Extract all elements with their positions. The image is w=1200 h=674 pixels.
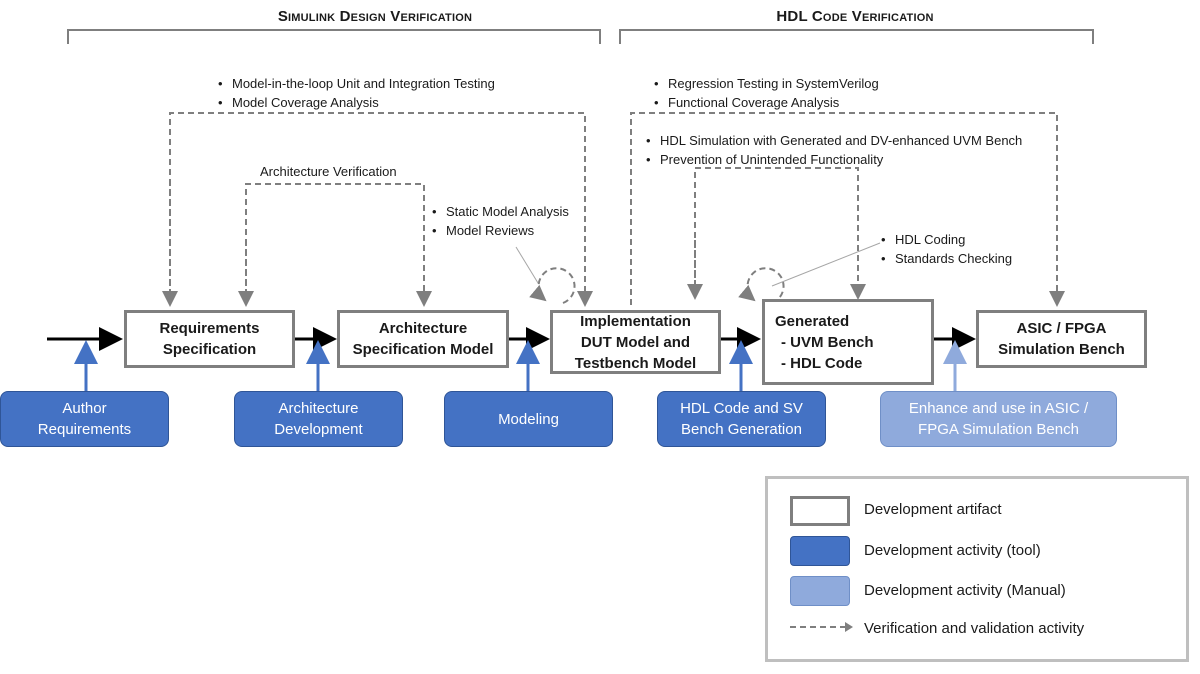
legend-label-manual: Development activity (Manual): [864, 582, 1066, 599]
legend-label-tool: Development activity (tool): [864, 542, 1041, 559]
legend-swatch-tool: [790, 536, 850, 566]
callout-static-analysis: [515, 246, 539, 284]
annotation-model-testing: Model-in-the-loop Unit and Integration T…: [218, 74, 495, 112]
section-title-hdl: HDL Code Verification: [776, 8, 934, 25]
annotation-hdl-coding: HDL Coding Standards Checking: [881, 230, 1012, 268]
activity-enhance-asic-bench: Enhance and use in ASIC /FPGA Simulation…: [880, 391, 1117, 447]
annotation-architecture-verification: Architecture Verification: [260, 164, 397, 179]
legend-label-verification: Verification and validation activity: [864, 620, 1085, 637]
self-loop-generated: [738, 267, 785, 304]
activity-modeling: Modeling: [444, 391, 613, 447]
legend-swatch-artifact: [790, 496, 850, 526]
legend: Development artifact Development activit…: [765, 476, 1189, 662]
self-loop-implementation: [529, 267, 576, 304]
hdl-bracket: [619, 29, 1094, 44]
artifact-generated: Generated - UVM Bench - HDL Code: [762, 299, 934, 385]
legend-dashed-arrow-icon: [790, 622, 853, 632]
callout-hdl-coding: [771, 242, 881, 287]
legend-label-artifact: Development artifact: [864, 501, 1002, 518]
section-title-simulink: Simulink Design Verification: [277, 8, 473, 25]
simulink-bracket: [67, 29, 601, 44]
annotation-regression: Regression Testing in SystemVerilog Func…: [654, 74, 879, 112]
loop-model-testing: [169, 112, 593, 307]
annotation-hdl-simulation: HDL Simulation with Generated and DV-enh…: [646, 131, 1022, 169]
loop-regression: [630, 112, 1065, 307]
annotation-static-analysis: Static Model Analysis Model Reviews: [432, 202, 569, 240]
legend-swatch-manual: [790, 576, 850, 606]
loop-architecture: [245, 183, 432, 307]
loop-hdl-simulation: [694, 167, 866, 300]
